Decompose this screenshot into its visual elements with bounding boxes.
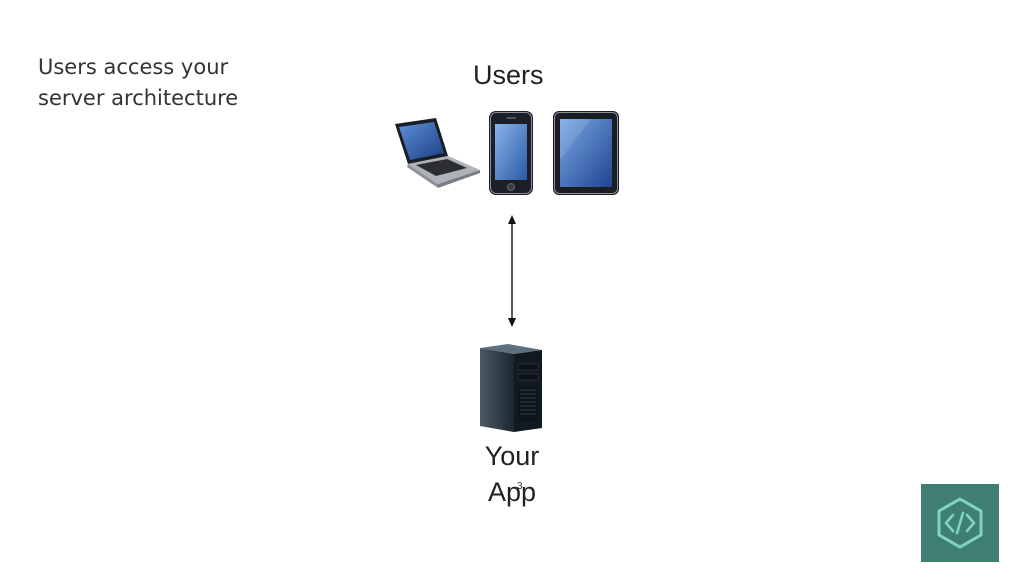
smartphone-icon xyxy=(489,111,533,195)
slide-text-line-1: Users access your xyxy=(38,55,229,79)
server-tower-icon xyxy=(480,344,542,432)
code-hexagon-icon xyxy=(937,497,983,549)
users-label: Users xyxy=(473,60,544,90)
double-headed-arrow xyxy=(508,215,516,327)
code-hexagon-logo xyxy=(921,484,999,562)
tablet-icon xyxy=(553,111,619,195)
app-label-line-1: Your xyxy=(484,441,540,471)
page-number: 3 xyxy=(517,481,523,492)
app-label: Your App xyxy=(470,438,554,510)
laptop-icon xyxy=(395,118,480,188)
slide-text-line-2: server architecture xyxy=(38,86,239,110)
slide-description: Users access your server architecture xyxy=(38,52,298,114)
app-label-line-2: App xyxy=(487,477,537,507)
